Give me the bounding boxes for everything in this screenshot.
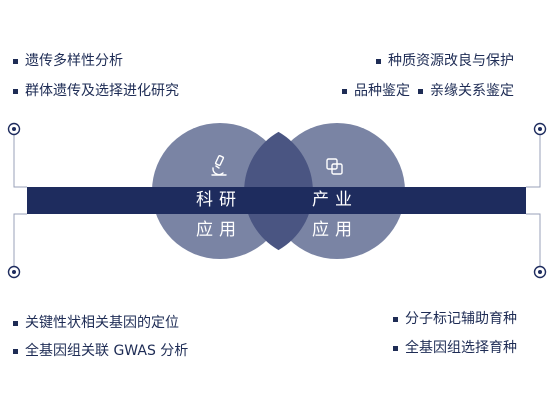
list-item: 品种鉴定 亲缘关系鉴定 [342, 84, 514, 98]
microscope-icon [211, 154, 227, 176]
list-item: 群体遗传及选择进化研究 [13, 84, 179, 98]
bullet-icon [13, 58, 18, 64]
list-item: 分子标记辅助育种 [393, 312, 517, 326]
connector-top-right [526, 129, 541, 188]
bullet-icon [342, 88, 347, 94]
list-item-text: 群体遗传及选择进化研究 [25, 83, 179, 99]
list-item-text: 种质资源改良与保护 [388, 53, 514, 69]
bullet-icon [393, 316, 398, 322]
bullet-icon [13, 88, 18, 94]
research-label-line1: 科研 [196, 190, 242, 210]
industry-label-line1: 产业 [312, 190, 358, 210]
list-item: 关键性状相关基因的定位 [13, 316, 179, 330]
overlapping-squares-icon [326, 158, 343, 175]
list-item-text: 亲缘关系鉴定 [430, 83, 514, 99]
center-band [27, 187, 526, 214]
list-item-text: 遗传多样性分析 [25, 53, 123, 69]
list-item-text: 分子标记辅助育种 [405, 311, 517, 327]
bullet-icon [393, 345, 398, 351]
list-item: 全基因组关联 GWAS 分析 [13, 344, 188, 358]
connector-bottom-right [526, 213, 541, 272]
marker-top-right [533, 122, 547, 136]
list-item: 种质资源改良与保护 [376, 54, 514, 68]
marker-bottom-right [533, 265, 547, 279]
marker-top-left [7, 122, 21, 136]
list-item-text: 品种鉴定 [354, 83, 410, 99]
research-label-line2: 应用 [196, 220, 242, 240]
list-item-text: 关键性状相关基因的定位 [25, 315, 179, 331]
list-item-text: 全基因组关联 GWAS 分析 [25, 343, 189, 359]
connector-bottom-left [13, 213, 27, 272]
bullet-icon [376, 58, 381, 64]
industry-label-line2: 应用 [312, 220, 358, 240]
marker-bottom-left [7, 265, 21, 279]
list-item: 遗传多样性分析 [13, 54, 123, 68]
bullet-icon [13, 320, 18, 326]
connector-top-left [13, 129, 27, 188]
list-item-text: 全基因组选择育种 [405, 340, 517, 356]
bullet-icon [418, 88, 423, 94]
list-item: 全基因组选择育种 [393, 341, 517, 355]
bullet-icon [13, 348, 18, 354]
